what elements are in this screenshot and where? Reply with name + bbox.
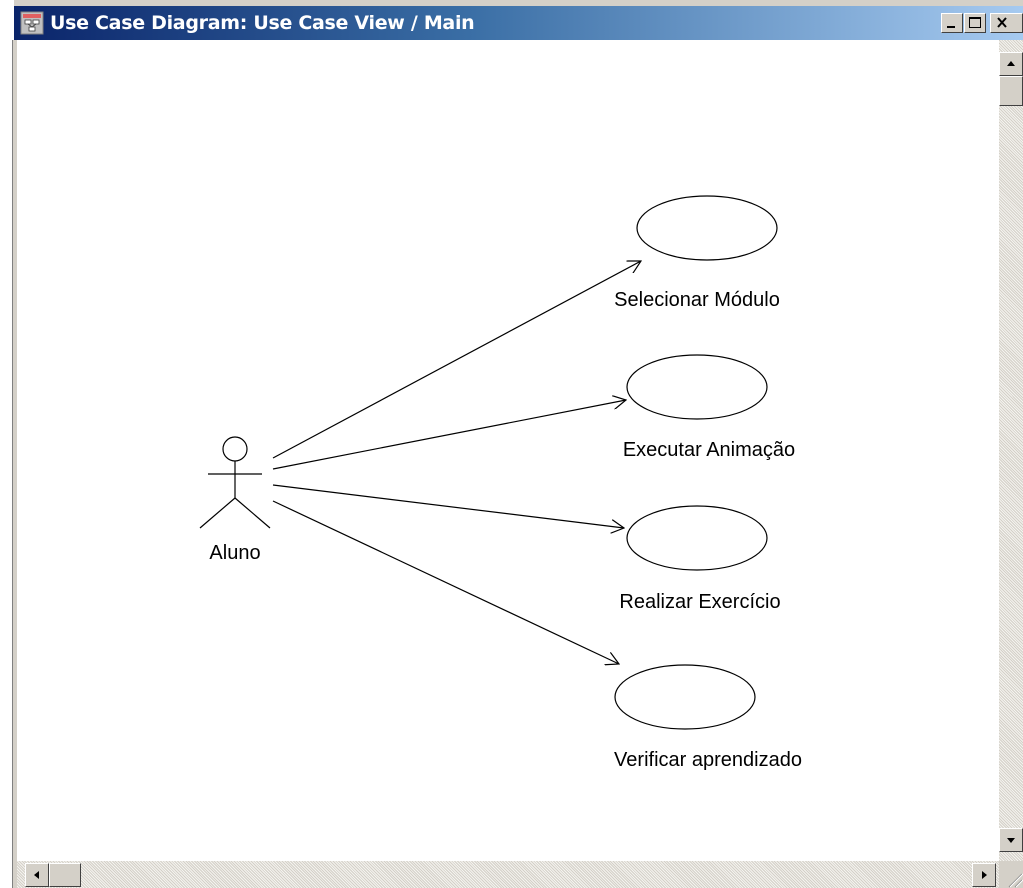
use-case-label: Selecionar Módulo [614, 289, 780, 311]
use-case-realizar-exercicio[interactable]: Realizar Exercício [619, 505, 781, 613]
use-case-executar-animacao[interactable]: Executar Animação [623, 354, 795, 461]
arrow-up-icon [1007, 61, 1015, 66]
association-executar-animacao[interactable] [272, 400, 626, 470]
use-case-ellipse [626, 505, 768, 571]
use-case-ellipse [626, 354, 768, 420]
diagram-window-icon[interactable] [20, 11, 44, 35]
close-button[interactable] [990, 13, 1023, 33]
window-left-frame [12, 40, 17, 888]
use-case-label: Executar Animação [623, 439, 795, 461]
maximize-icon [969, 17, 981, 28]
maximize-button[interactable] [964, 13, 986, 33]
diagram-canvas[interactable]: Aluno Selecionar Módulo Executar Animaçã… [17, 40, 999, 861]
vertical-scrollbar[interactable] [999, 40, 1023, 861]
arrow-right-icon [982, 871, 987, 879]
use-case-label: Verificar aprendizado [614, 749, 802, 771]
scroll-left-button[interactable] [25, 863, 49, 887]
actor-aluno[interactable]: Aluno [199, 436, 271, 564]
horizontal-scrollbar[interactable] [17, 861, 999, 888]
actor-left-leg [199, 497, 236, 529]
minimize-icon [947, 26, 955, 28]
association-realizar-exercicio[interactable] [272, 484, 624, 528]
horizontal-scroll-thumb[interactable] [49, 863, 81, 887]
window-left-border [0, 0, 14, 888]
use-case-verificar-aprendizado[interactable]: Verificar aprendizado [614, 664, 802, 771]
scroll-down-button[interactable] [999, 828, 1023, 852]
scroll-right-button[interactable] [972, 863, 996, 887]
use-case-ellipse [636, 195, 778, 261]
arrow-down-icon [1007, 838, 1015, 843]
minimize-button[interactable] [941, 13, 963, 33]
actor-label: Aluno [209, 542, 260, 564]
resize-grip[interactable] [999, 861, 1023, 888]
close-icon [997, 17, 1007, 28]
use-case-ellipse [614, 664, 756, 730]
association-verificar-aprendizado[interactable] [272, 500, 619, 664]
use-case-label: Realizar Exercício [619, 591, 780, 613]
vertical-scroll-thumb[interactable] [999, 76, 1023, 106]
actor-head [222, 436, 248, 462]
use-case-selecionar-modulo[interactable]: Selecionar Módulo [614, 195, 780, 311]
arrow-left-icon [34, 871, 39, 879]
scroll-up-button[interactable] [999, 52, 1023, 76]
actor-right-leg [234, 497, 271, 529]
window-titlebar[interactable]: Use Case Diagram: Use Case View / Main [14, 6, 1023, 40]
resize-grip-icon [1008, 873, 1023, 888]
window-title: Use Case Diagram: Use Case View / Main [50, 12, 475, 34]
association-selecionar-modulo[interactable] [272, 261, 641, 459]
